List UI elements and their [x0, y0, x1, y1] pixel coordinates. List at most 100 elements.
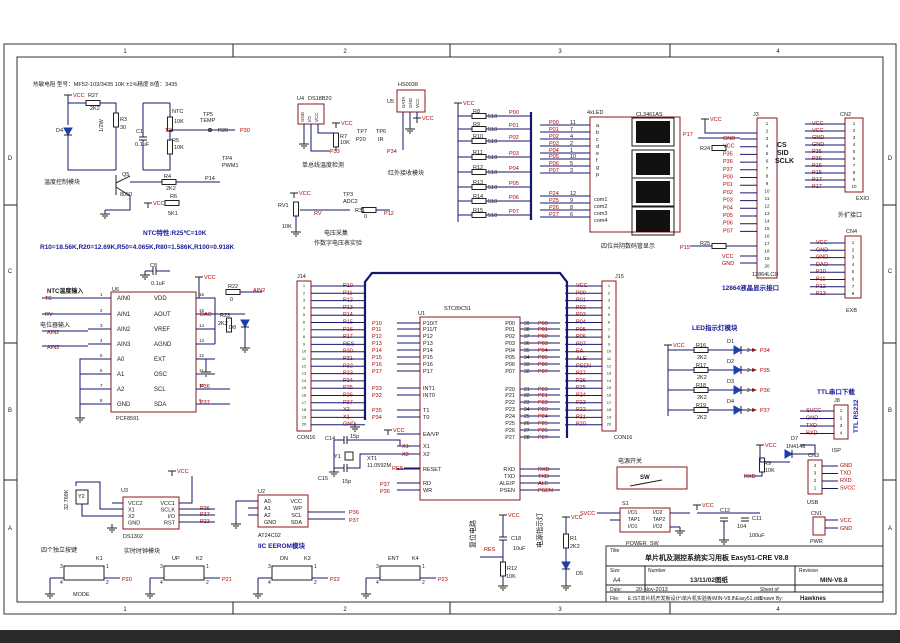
label: GND — [840, 526, 852, 532]
border-row-label: D — [8, 156, 13, 162]
pin-number: 6 — [853, 156, 856, 161]
label: 10 — [570, 154, 576, 160]
label: K1 — [96, 556, 103, 562]
label: p — [596, 172, 599, 178]
net-arrow-icon — [752, 408, 757, 412]
label: 510 — [488, 185, 497, 191]
label: TP6 — [376, 129, 386, 135]
label: STC89C51 — [444, 306, 471, 312]
chip-pin: P14 — [423, 348, 433, 354]
label: P15 — [680, 245, 690, 251]
label: C8 — [150, 263, 157, 269]
pin-number: 7 — [608, 327, 611, 332]
label: R16 — [696, 343, 706, 349]
label: 6 — [570, 212, 573, 218]
label: 13 — [199, 338, 205, 343]
diode-icon — [784, 449, 794, 459]
label: 27 — [524, 428, 530, 434]
pin-number: 6 — [608, 320, 611, 325]
pin-number: 9 — [766, 181, 769, 186]
module-title: 实时时钟模块 — [124, 547, 160, 555]
wire — [792, 444, 816, 455]
label: GND — [722, 261, 734, 267]
label: CL3461AS — [636, 112, 663, 118]
vcc-label: VCC — [702, 503, 714, 509]
label: K3 — [304, 556, 311, 562]
chip-pin: A1 — [264, 506, 271, 512]
label: 4 — [160, 580, 163, 586]
label: TE — [45, 296, 52, 302]
key-switch-body — [271, 565, 313, 581]
label: 3 — [268, 564, 271, 570]
label: R22 — [228, 284, 238, 290]
chip-pin: A0 — [117, 357, 125, 363]
label: P03 — [509, 151, 519, 157]
label: com1 — [594, 197, 607, 203]
pin-number: 12 — [302, 363, 307, 368]
net-arrow-icon — [752, 348, 757, 352]
pin-number: 1 — [852, 240, 855, 245]
vcc-label: VCC — [673, 343, 685, 349]
chip-pin: INT1 — [423, 386, 435, 392]
label: 4 — [268, 580, 271, 586]
border-col-label: 1 — [123, 607, 127, 613]
label: 3 — [376, 564, 379, 570]
label: R19 — [696, 403, 706, 409]
wire — [75, 481, 123, 510]
label: P24 — [549, 191, 559, 197]
label: ENT — [388, 556, 400, 562]
resistor — [113, 112, 119, 128]
module-title: 电压采集 — [324, 229, 348, 237]
chip-pin: P05 — [505, 355, 515, 361]
pin-number: 8 — [608, 334, 611, 339]
vcc-label: VCC — [710, 117, 722, 123]
wire — [235, 500, 258, 520]
label: P07 — [538, 369, 548, 375]
chip-pin: GND — [117, 402, 131, 408]
wire — [115, 175, 131, 184]
pin-number: 10 — [302, 349, 307, 354]
chip-pin: VCC2 — [128, 501, 143, 507]
label: P33 — [372, 386, 382, 392]
label: P04 — [509, 166, 519, 172]
label: P11 — [372, 327, 381, 333]
label: R15 — [473, 208, 483, 214]
label: PWR — [810, 539, 823, 545]
eeprom-chip — [257, 494, 309, 528]
label: P01 — [509, 123, 519, 129]
module-title: IIC EEROM模块 — [258, 541, 305, 550]
pin-number: 4 — [766, 144, 769, 149]
label: U1 — [418, 311, 425, 317]
label: X2 — [402, 452, 409, 458]
chip-pin: AIN2 — [117, 327, 131, 333]
label: P27 — [538, 435, 548, 441]
label: P20 — [356, 137, 366, 143]
chip-pin: A1 — [117, 372, 125, 378]
label: 11.0592M — [367, 463, 391, 469]
label: MODE — [73, 592, 90, 598]
label: 10K — [174, 119, 184, 125]
label: IR — [378, 137, 384, 143]
label: 2K2 — [697, 415, 707, 421]
label: U6 — [112, 287, 119, 293]
resistor — [226, 317, 232, 333]
pin-number: 7 — [853, 163, 856, 168]
chip-pin: T0 — [423, 415, 429, 421]
chip-pin: X1 — [423, 444, 430, 450]
module-title: 外扩接口 — [838, 211, 862, 219]
chip-pin: OSC — [154, 372, 168, 378]
label: P01 — [538, 327, 548, 333]
chip-pin: DATA — [401, 97, 406, 108]
chip-pin: P24 — [505, 414, 515, 420]
mcu-chip — [419, 316, 521, 501]
label: P37 — [349, 518, 359, 524]
label: 8050 — [120, 192, 132, 198]
label: 16 — [199, 292, 205, 297]
label: P34 — [387, 149, 397, 155]
pin-number: 12 — [607, 363, 612, 368]
chip-pin: GND — [300, 111, 305, 122]
label: P03 — [549, 141, 559, 147]
